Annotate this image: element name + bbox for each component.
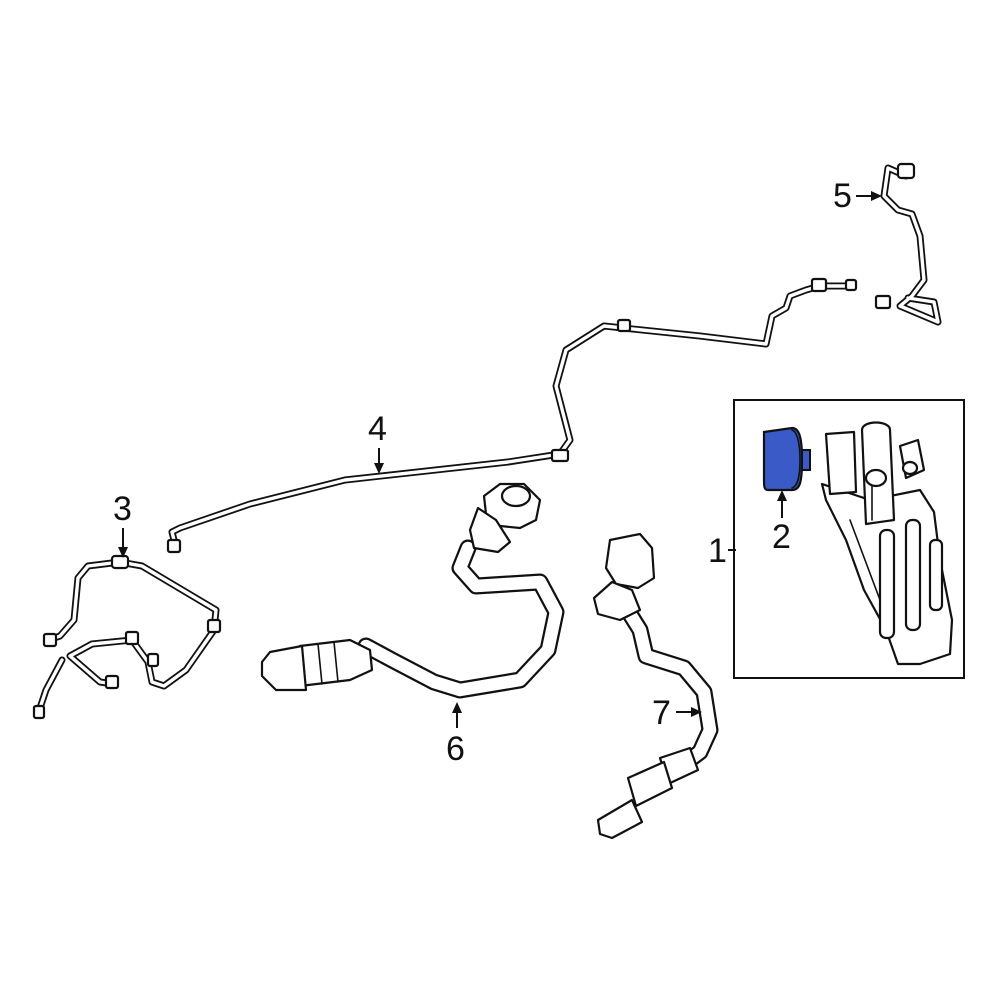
callout-4-label: 4 — [368, 410, 387, 448]
callout-2: 2 — [772, 490, 791, 556]
callout-6-arrow — [452, 702, 462, 713]
part-4-tube[interactable] — [166, 277, 858, 554]
part-7-oxygen-sensor[interactable] — [592, 532, 719, 840]
callout-7-label: 7 — [652, 694, 671, 732]
callout-5-arrow — [871, 191, 882, 201]
callout-3-label: 3 — [113, 490, 132, 528]
part-3-tube-assembly[interactable] — [32, 554, 222, 720]
callout-1: 1 — [708, 532, 736, 570]
callout-2-arrow — [777, 490, 787, 501]
callout-5-label: 5 — [833, 177, 852, 215]
callout-2-label: 2 — [772, 518, 791, 556]
callout-6-label: 6 — [446, 730, 465, 768]
callout-3-arrow — [118, 547, 128, 558]
callout-4-arrow — [374, 463, 384, 474]
callout-3: 3 — [113, 490, 132, 558]
callout-1-label: 1 — [708, 532, 727, 570]
part-1-canister-box[interactable] — [733, 399, 965, 679]
callout-7: 7 — [652, 694, 702, 732]
callout-6: 6 — [446, 702, 465, 768]
callout-5: 5 — [833, 177, 882, 215]
callout-4: 4 — [368, 410, 387, 474]
callout-7-arrow — [691, 707, 702, 717]
part-6-oxygen-sensor[interactable] — [260, 482, 565, 699]
part-5-tube[interactable] — [874, 162, 942, 326]
part-2-filter-highlighted[interactable] — [762, 426, 811, 492]
